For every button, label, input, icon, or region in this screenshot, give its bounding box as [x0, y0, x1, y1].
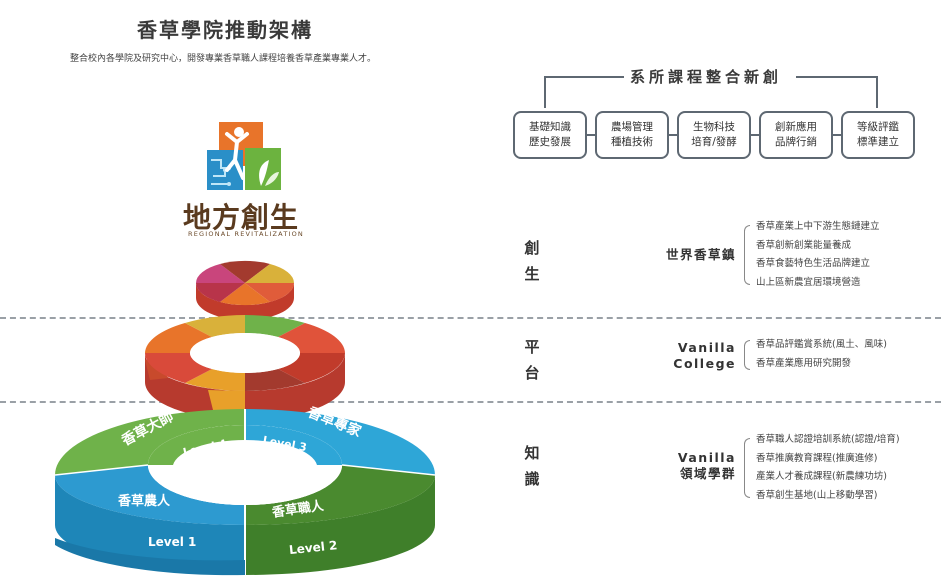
- stage-char: 平: [524, 338, 540, 356]
- stage-char: 創: [524, 239, 540, 257]
- inner-ring-level4: [148, 425, 245, 465]
- list-item: 香草品評鑑賞系統(風土、風味): [756, 339, 887, 350]
- list-item: 山上區新農宜居環境營造: [756, 276, 861, 288]
- course-box-farm: 農場管理 種植技術: [595, 111, 669, 159]
- course-box-line2: 品牌行銷: [775, 136, 817, 148]
- bottom-ring-side-blue: [55, 475, 245, 575]
- label-artisan: 香草職人: [270, 498, 326, 521]
- course-box-line2: 培育/發酵: [691, 136, 737, 148]
- page-subtitle: 整合校內各學院及研究中心，開發專業香草職人課程培養香草產業專業人才。: [70, 54, 377, 64]
- stage-knowledge: 知 識: [522, 440, 542, 492]
- course-box-biotech: 生物科技 培育/發酵: [677, 111, 751, 159]
- page-title: 香草學院推動架構: [137, 18, 313, 42]
- course-box-line2: 標準建立: [857, 136, 899, 148]
- logo-subtitle: REGIONAL REVITALIZATION: [188, 230, 304, 238]
- list-item: 香草產業應用研究開發: [756, 357, 852, 369]
- stage-platform: 平 台: [522, 334, 542, 386]
- brace: [744, 225, 750, 285]
- group-vanilla-college: Vanilla College: [673, 340, 736, 371]
- course-box-line1: 生物科技: [693, 121, 735, 133]
- stage-creation: 創 生: [522, 235, 542, 287]
- bottom-ring-side-green: [245, 475, 435, 575]
- ring-quadrant-farmer: [55, 465, 245, 525]
- course-box-line1: 創新應用: [775, 121, 817, 133]
- curriculum-banner: 系所課程整合新創: [630, 68, 783, 86]
- group-world-vanilla-town: 世界香草鎮: [665, 247, 736, 262]
- ring-quadrant-artisan: [245, 465, 435, 525]
- list-item: 香草創新創業能量養成: [756, 239, 852, 251]
- stage-char: 生: [524, 265, 540, 283]
- ring-quadrant-expert: [245, 409, 435, 475]
- list-item: 香草食藝特色生活品牌建立: [756, 258, 871, 269]
- brace: [744, 340, 750, 370]
- stage-char: 台: [524, 364, 540, 382]
- label-level2: Level 2: [288, 538, 338, 557]
- section-divider: [0, 401, 941, 403]
- course-box-line2: 種植技術: [611, 136, 653, 148]
- regional-revitalization-logo-icon: [207, 122, 281, 190]
- logo-name: 地方創生: [183, 201, 300, 234]
- inner-ring-level3: [245, 425, 342, 465]
- stage-char: 知: [524, 444, 540, 462]
- course-box-foundation: 基礎知識 歷史發展: [513, 111, 587, 159]
- course-box-line1: 等級評鑑: [857, 121, 899, 133]
- list-platform: 香草品評鑑賞系統(風土、風味) 香草產業應用研究開發: [756, 336, 887, 373]
- list-item: 香草創生基地(山上移動學習): [756, 489, 878, 501]
- label-level1: Level 1: [148, 535, 196, 549]
- group-vanilla-domain: Vanilla 領域學群: [677, 450, 736, 481]
- top-disc-face: [195, 260, 295, 306]
- label-farmer: 香草農人: [117, 493, 171, 509]
- stage-char: 識: [524, 470, 540, 488]
- middle-ring-face: [145, 315, 345, 391]
- course-box-grading: 等級評鑑 標準建立: [841, 111, 915, 159]
- top-disc-side: [196, 283, 294, 320]
- list-item: 香草職人認證培訓系統(認證/培育): [756, 434, 900, 445]
- brace: [744, 438, 750, 498]
- course-box-line2: 歷史發展: [529, 136, 571, 148]
- middle-ring-side: [145, 353, 345, 420]
- list-item: 香草產業上中下游生態鏈建立: [756, 221, 880, 232]
- ring-quadrant-master: [55, 409, 245, 475]
- section-divider: [0, 317, 941, 319]
- course-box-line1: 農場管理: [611, 121, 653, 133]
- list-knowledge: 香草職人認證培訓系統(認證/培育) 香草推廣教育課程(推廣進修) 產業人才養成課…: [756, 431, 900, 505]
- course-box-line1: 基礎知識: [529, 121, 571, 133]
- list-item: 香草推廣教育課程(推廣進修): [756, 452, 878, 464]
- course-box-branding: 創新應用 品牌行銷: [759, 111, 833, 159]
- list-creation: 香草產業上中下游生態鏈建立 香草創新創業能量養成 香草食藝特色生活品牌建立 山上…: [756, 218, 880, 292]
- list-item: 產業人才養成課程(新農練功坊): [756, 471, 887, 482]
